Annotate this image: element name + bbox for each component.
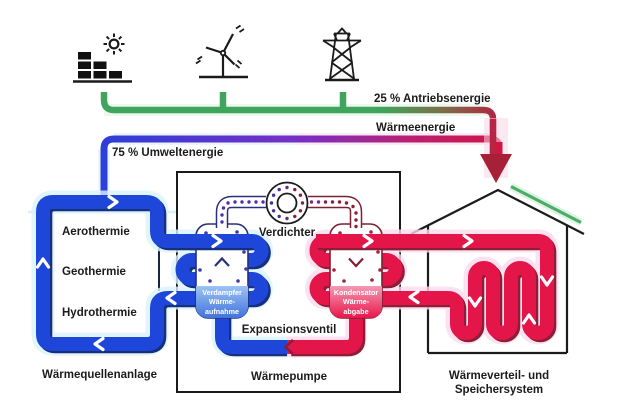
- compressor-dots: [269, 185, 305, 221]
- sun-icon: [103, 33, 125, 55]
- roof-solar-line: [509, 182, 583, 227]
- heat-arrow-icon: [480, 118, 512, 183]
- expansion-valve-label: Expansionsventil: [241, 324, 337, 336]
- expansion-pipe-red: [283, 316, 367, 358]
- evaporator-label: Verdampfer Wärme- aufnahme: [196, 286, 248, 318]
- flow-direction-chevrons: [35, 194, 555, 352]
- distribution-caption-line1: Wärmeverteil- und: [448, 370, 550, 382]
- evaporator-label-line1: Verdampfer: [202, 287, 242, 297]
- source-system-caption: Wärmequellenanlage: [42, 369, 158, 381]
- compressor-label: Verdichter: [258, 227, 316, 239]
- refrigerant-pipe-left: [215, 195, 266, 228]
- evaporator-label-line2: Wärme-: [208, 297, 236, 307]
- heat-pump-caption: Wärmepumpe: [250, 371, 328, 383]
- evaporate-chevron-icon: [214, 256, 230, 267]
- evaporator-label-line3: aufnahme: [205, 306, 239, 316]
- solar-panels-icon: [73, 33, 132, 83]
- drive-energy-line: [100, 92, 497, 156]
- refrigerant-pipe-right: [308, 195, 363, 229]
- condenser-label-line3: abgabe: [343, 306, 369, 316]
- condenser-coil-front: [316, 234, 402, 251]
- source-loop-pipe: [31, 190, 273, 356]
- distribution-system-caption: Wärmeverteil- und Speichersystem: [449, 369, 549, 398]
- power-pylon-icon: [322, 27, 362, 82]
- environment-energy-label: 75 % Umweltenergie: [112, 147, 224, 159]
- heat-energy-label: Wärmeenergie: [376, 122, 456, 134]
- expansion-valve-notch: [283, 339, 294, 355]
- condense-chevron-icon: [348, 257, 364, 268]
- expansion-pipe-blue: [211, 316, 288, 358]
- condenser-label-line2: Wärme-: [342, 297, 370, 307]
- source-item-hydrothermie: Hydrothermie: [62, 307, 137, 319]
- compressor-icon: [265, 181, 309, 225]
- heating-circuit-pipe: [305, 229, 559, 345]
- source-item-geothermie: Geothermie: [62, 266, 126, 278]
- distribution-caption-line2: Speichersystem: [454, 384, 544, 397]
- condenser-label-line1: Kondensator: [333, 287, 379, 297]
- drive-energy-label: 25 % Antriebsenergie: [374, 93, 491, 105]
- wind-turbine-icon: [195, 24, 248, 79]
- source-item-aerothermie: Aerothermie: [62, 226, 130, 238]
- condenser-label: Kondensator Wärme- abgabe: [330, 286, 382, 318]
- refrigerant-dots: [332, 230, 382, 283]
